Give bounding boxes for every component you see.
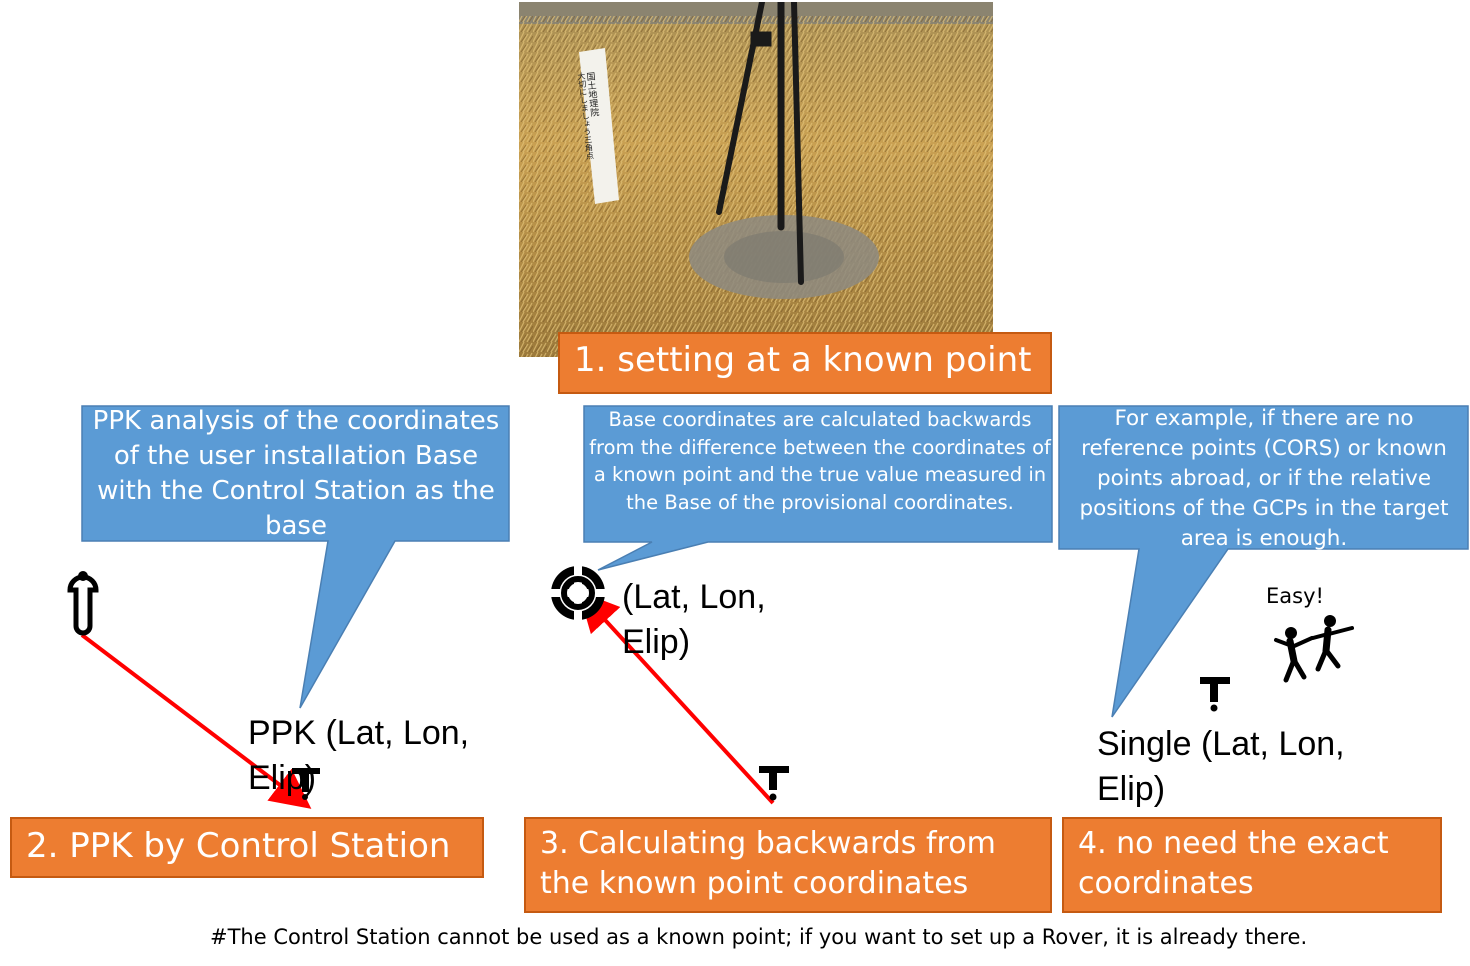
callout-backwards-text: Base coordinates are calculated backward… [589,408,1051,514]
ppk-coord-label: PPK (Lat, Lon, Elip) [248,714,470,797]
footnote: #The Control Station cannot be used as a… [210,925,1308,949]
single-coord-label: Single (Lat, Lon, Elip) [1097,725,1345,808]
callout-ppk [81,405,510,709]
survey-pin-icon [759,766,789,801]
known-point-icon [551,566,605,620]
tripod-photo: 国土地理院 大切にしましょう三角点 [519,2,993,357]
tripod [716,2,804,285]
survey-pin-icon [292,768,320,800]
dancing-people-icon [1274,615,1354,683]
step4-label: 4. no need the exact coordinates [1062,817,1442,913]
step3-label: 3. Calculating backwards from the known … [524,817,1052,913]
callout-backwards [583,405,1053,571]
step1-label: 1. setting at a known point [558,332,1052,394]
known-point-coord-label: (Lat, Lon, Elip) [622,578,766,661]
step2-label: 2. PPK by Control Station [10,817,484,878]
arrow-backwards [578,591,775,805]
callout-single [1058,405,1469,718]
survey-pin-icon [1200,677,1230,712]
callout-ppk-text: PPK analysis of the coordinates of the u… [92,406,500,541]
easy-label: Easy! [1266,584,1324,608]
control-station-icon [67,571,99,636]
callout-single-text: For example, if there are no reference p… [1079,406,1449,551]
arrow-ppk [80,633,312,809]
